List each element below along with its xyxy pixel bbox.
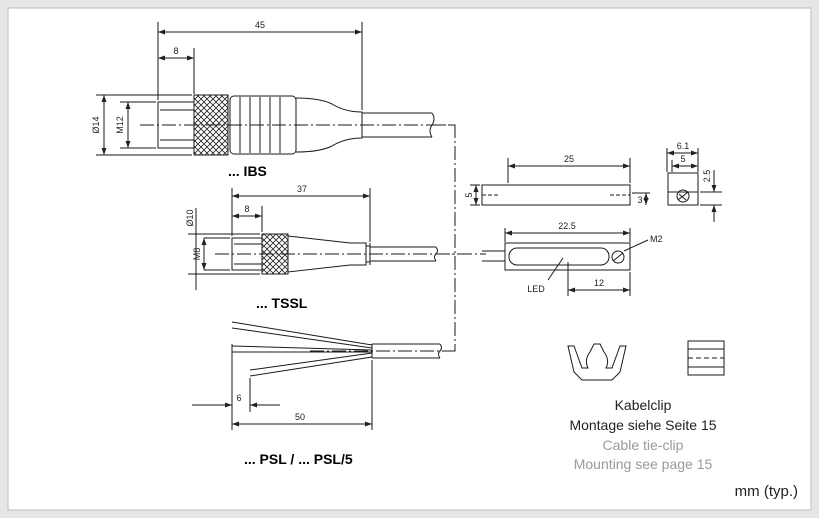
ibs-label: ... IBS	[228, 163, 267, 179]
ibs-connector	[96, 22, 455, 156]
unit-note: mm (typ.)	[735, 483, 798, 500]
clip-caption-en-1: Cable tie-clip	[603, 437, 684, 453]
psl-label: ... PSL / ... PSL/5	[244, 451, 353, 467]
ibs-dim-d14: Ø14	[91, 116, 101, 133]
end-dim-height: 2.5	[702, 170, 712, 183]
psl-dim-strip: 6	[236, 393, 241, 403]
sensor-top-view	[482, 228, 649, 296]
inner-frame	[7, 7, 812, 511]
tssl-label: ... TSSL	[256, 295, 308, 311]
sensor-side-view	[470, 158, 650, 206]
ibs-dim-total: 45	[255, 20, 265, 30]
end-dim-inner: 5	[680, 154, 685, 164]
ibs-dim-m12: M12	[115, 116, 125, 134]
ibs-dim-knurl: 8	[173, 46, 178, 56]
connection-path	[432, 124, 456, 352]
clip-caption-de-2: Montage siehe Seite 15	[569, 417, 716, 433]
top-dim-length: 22.5	[558, 221, 576, 231]
tssl-dim-total: 37	[297, 184, 307, 194]
screw-label: M2	[650, 234, 663, 244]
tssl-dim-d10: Ø10	[185, 209, 195, 226]
tssl-connector	[188, 188, 470, 290]
sensor-end-view	[666, 148, 722, 222]
led-label: LED	[527, 284, 545, 294]
end-dim-width: 6.1	[677, 141, 690, 151]
top-dim-led: 12	[594, 278, 604, 288]
psl-dim-total: 50	[295, 412, 305, 422]
clip-caption-de-1: Kabelclip	[615, 397, 672, 413]
tssl-dim-knurl: 8	[244, 204, 249, 214]
psl-cable	[192, 321, 455, 430]
side-dim-length: 25	[564, 154, 574, 164]
side-dim-base: 3	[637, 195, 642, 205]
clip-caption-en-2: Mounting see page 15	[574, 456, 713, 472]
clip-side-icon	[687, 340, 725, 376]
clip-icon	[567, 343, 627, 381]
tssl-dim-m8: M8	[192, 248, 202, 261]
side-dim-height: 5	[464, 192, 474, 197]
